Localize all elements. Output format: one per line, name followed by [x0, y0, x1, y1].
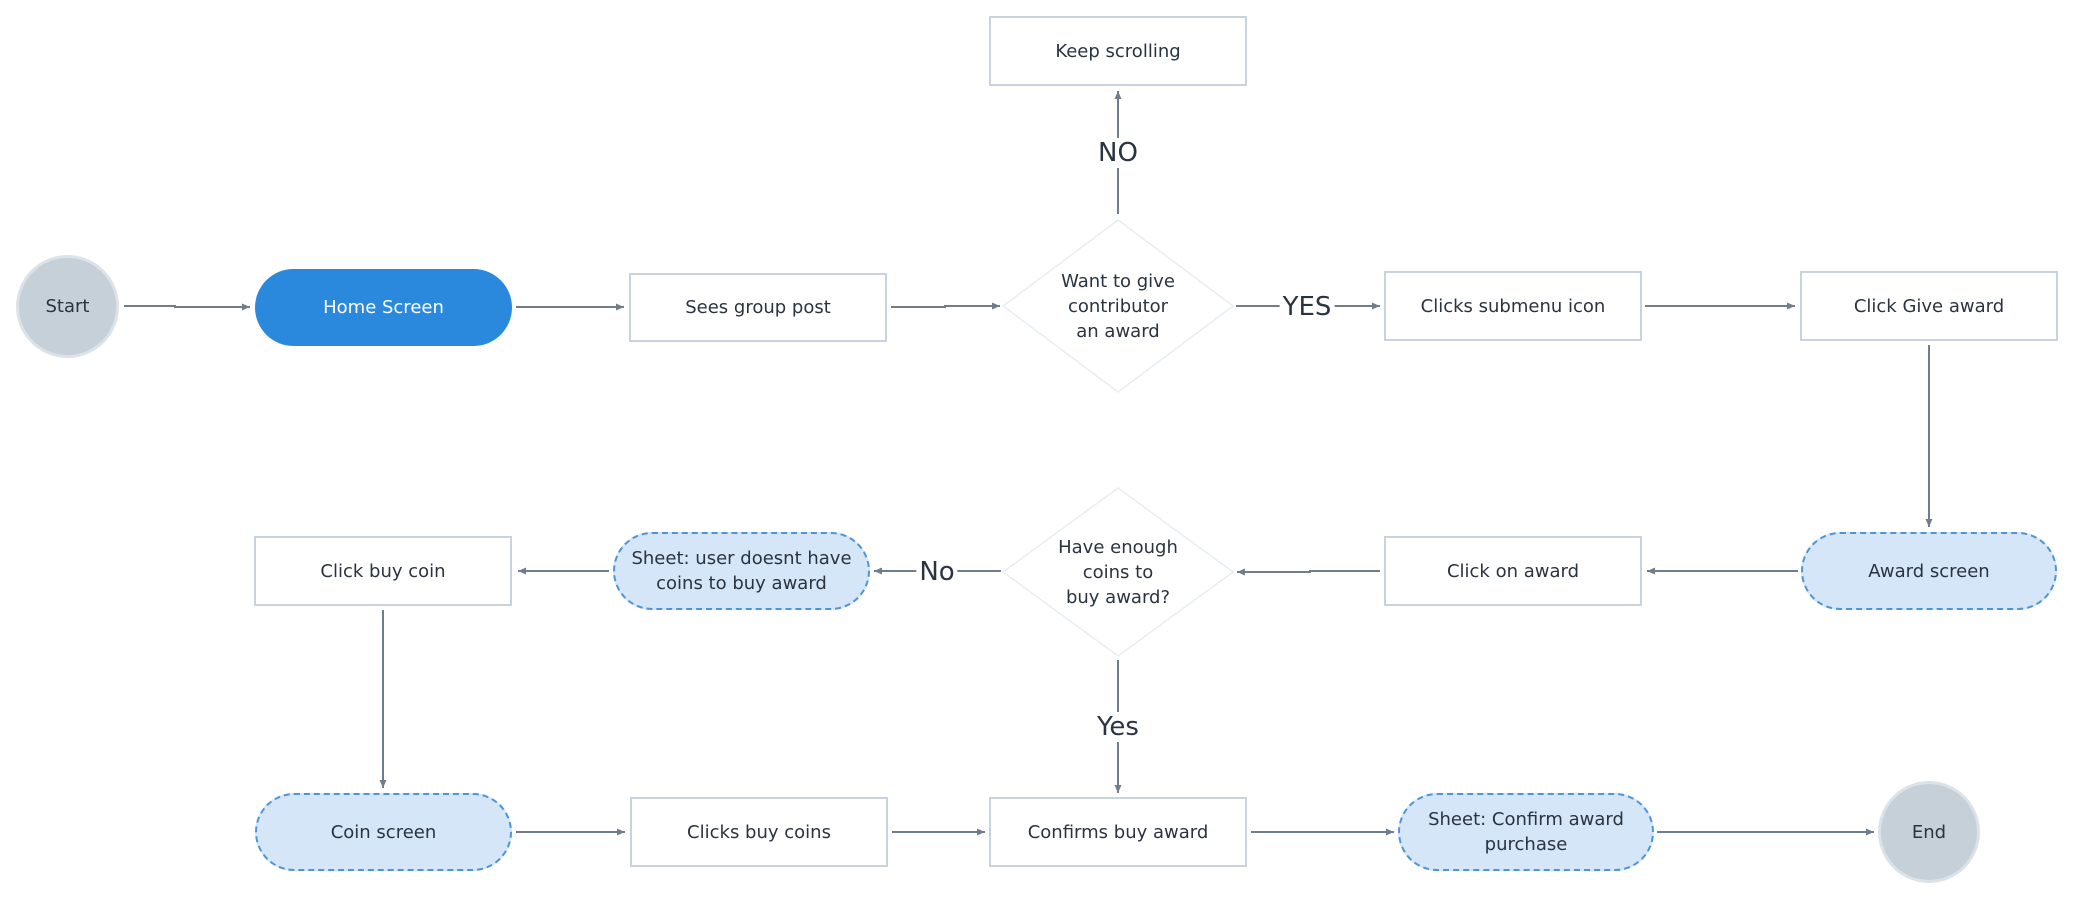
award-screen-node: Award screen [1801, 532, 2057, 610]
end-node: End [1878, 781, 1980, 883]
click-buy-coin-node: Click buy coin [254, 536, 512, 606]
decision-diamond-want-give [1001, 219, 1235, 393]
confirms-buy-award-label: Confirms buy award [1027, 821, 1209, 843]
have-enough-coins-decision: Have enough coins to buy award? [1003, 488, 1233, 656]
clicks-buy-coins-label: Clicks buy coins [687, 821, 831, 843]
click-buy-coin-label: Click buy coin [320, 560, 446, 582]
arrow-start-to-home [124, 303, 250, 311]
want-to-give-decision: Want to give contributor an award [1003, 220, 1233, 392]
sees-group-post-node: Sees group post [629, 273, 887, 342]
want-to-give-label: Want to give contributor an award [1061, 270, 1175, 342]
edge-label-yes-lower: Yes [1094, 712, 1142, 742]
edge-label-no-lower: No [916, 557, 958, 587]
sees-group-post-label: Sees group post [685, 297, 831, 318]
sheet-no-coins-label: Sheet: user doesnt have coins to buy awa… [631, 548, 852, 594]
sheet-no-coins-node: Sheet: user doesnt have coins to buy awa… [613, 532, 870, 610]
sheet-confirm-award-node: Sheet: Confirm award purchase [1398, 793, 1654, 871]
clicks-submenu-node: Clicks submenu icon [1384, 271, 1642, 341]
award-screen-label: Award screen [1868, 560, 1990, 582]
start-label: Start [45, 296, 90, 317]
clicks-buy-coins-node: Clicks buy coins [630, 797, 888, 867]
arrow-click-award-to-decision [1237, 568, 1380, 576]
click-give-award-label: Click Give award [1853, 295, 2005, 317]
confirms-buy-award-node: Confirms buy award [989, 797, 1247, 867]
home-screen-label: Home Screen [323, 297, 444, 318]
start-node: Start [16, 255, 119, 358]
coin-screen-node: Coin screen [255, 793, 512, 871]
clicks-submenu-label: Clicks submenu icon [1420, 295, 1606, 317]
edge-label-no-upper: NO [1095, 138, 1141, 168]
sheet-confirm-award-label: Sheet: Confirm award purchase [1428, 809, 1624, 855]
end-label: End [1911, 821, 1947, 843]
home-screen-node: Home Screen [255, 269, 512, 346]
arrow-post-to-decision [891, 302, 1000, 310]
have-enough-coins-label: Have enough coins to buy award? [1058, 536, 1178, 608]
click-give-award-node: Click Give award [1800, 271, 2058, 341]
keep-scrolling-label: Keep scrolling [1055, 40, 1181, 62]
click-on-award-node: Click on award [1384, 536, 1642, 606]
keep-scrolling-node: Keep scrolling [989, 16, 1247, 86]
coin-screen-label: Coin screen [330, 821, 437, 843]
edge-label-yes-upper: YES [1279, 292, 1335, 322]
click-on-award-label: Click on award [1446, 560, 1580, 582]
decision-diamond-have-enough [1001, 487, 1235, 657]
